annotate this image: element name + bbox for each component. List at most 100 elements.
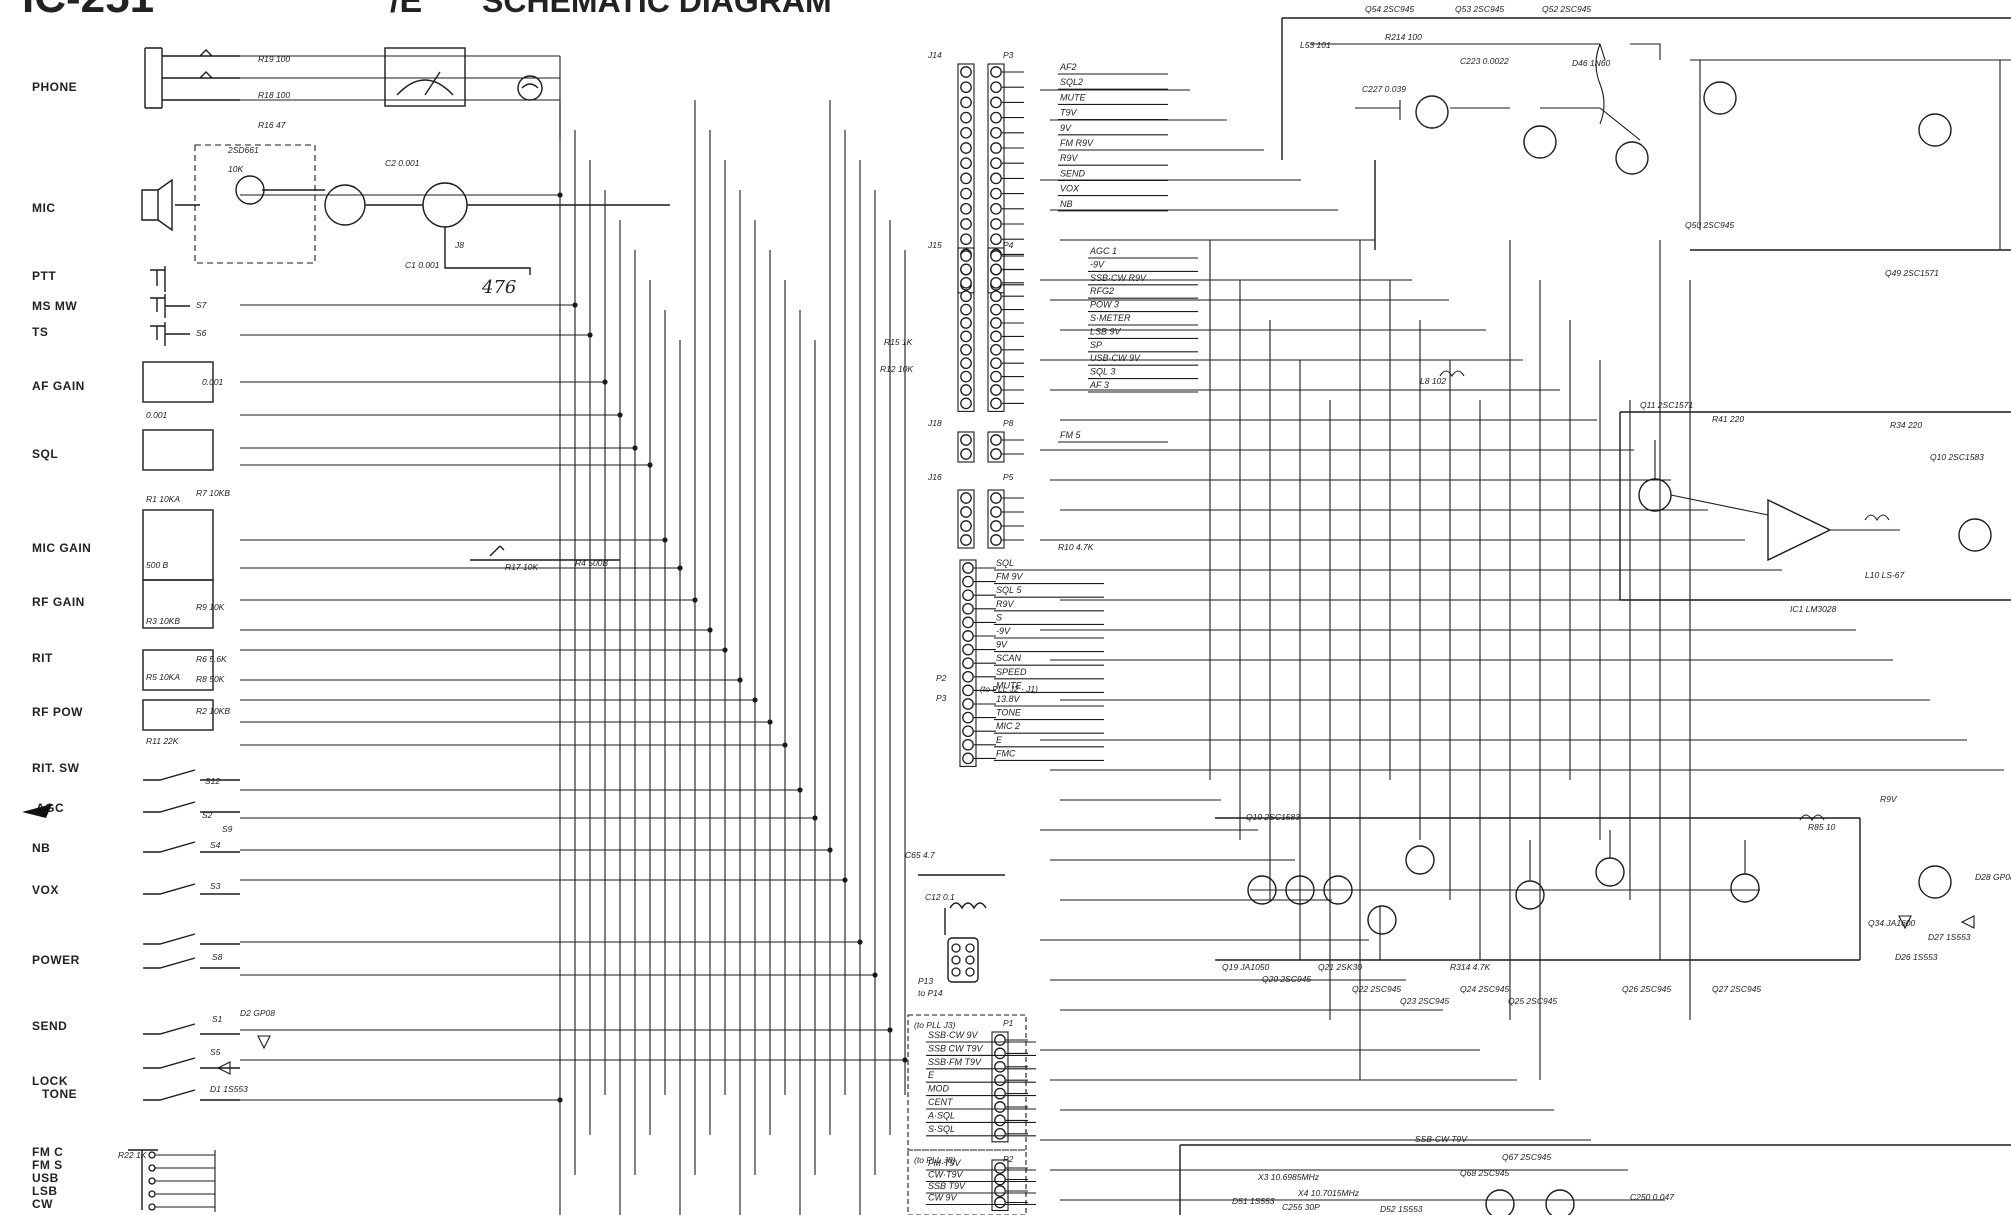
j14-left-pin xyxy=(960,187,972,200)
p1-pin xyxy=(994,1047,1006,1060)
p2-signal-label: MUTE xyxy=(996,680,1022,690)
model-name: IC-251 xyxy=(22,0,154,22)
diode-d1-icon xyxy=(216,1061,231,1075)
svg-text:Q21 2SK30: Q21 2SK30 xyxy=(1318,962,1362,972)
p2b-pin xyxy=(994,1173,1006,1186)
p2-signal-label: SQL 5 xyxy=(996,585,1022,595)
svg-text:Q23 2SC945: Q23 2SC945 xyxy=(1400,996,1449,1006)
p2-pin xyxy=(962,752,974,765)
svg-text:Q50 2SC945: Q50 2SC945 xyxy=(1685,220,1734,230)
svg-text:R15 1K: R15 1K xyxy=(884,337,913,347)
j14-signal-label: MUTE xyxy=(1060,92,1086,102)
svg-text:D46 1N60: D46 1N60 xyxy=(1572,58,1611,68)
j14-pin xyxy=(990,172,1002,185)
model-suffix: /E xyxy=(390,0,422,20)
j14-pin xyxy=(990,111,1002,124)
svg-text:R41 220: R41 220 xyxy=(1712,414,1744,424)
diode-d2-icon xyxy=(257,1035,271,1050)
svg-text:S3: S3 xyxy=(210,881,221,891)
p2-pin xyxy=(962,630,974,642)
svg-text:P13: P13 xyxy=(918,976,933,986)
p2b-signal-label: FM·T9V xyxy=(928,1158,961,1168)
svg-text:R16 47: R16 47 xyxy=(258,120,286,130)
j15-pin xyxy=(990,250,1002,262)
svg-text:Q53 2SC945: Q53 2SC945 xyxy=(1455,4,1504,14)
svg-text:P5: P5 xyxy=(1003,472,1014,482)
j14-pin xyxy=(990,96,1002,109)
front-panel-circuit: R19 100 R18 100 R16 47 2SD661 10K J8 C2 … xyxy=(118,47,670,1212)
svg-text:R11 22K: R11 22K xyxy=(146,736,179,746)
j15-signal-label: RFG2 xyxy=(1090,286,1114,296)
label-ts: TS xyxy=(32,325,48,339)
svg-text:X4 10.7015MHz: X4 10.7015MHz xyxy=(1297,1188,1360,1198)
p2-pin xyxy=(962,698,974,710)
mode-switch-contacts xyxy=(148,1150,216,1212)
svg-text:Q52 2SC945: Q52 2SC945 xyxy=(1542,4,1591,14)
svg-text:J18: J18 xyxy=(927,418,942,428)
diode-d27-icon xyxy=(1960,915,1975,929)
j15-signal-label: LSB 9V xyxy=(1090,326,1122,336)
ts-switch-icon xyxy=(150,322,190,346)
p1-signal-label: SSB·CW 9V xyxy=(928,1030,979,1040)
transistor-q34-icon xyxy=(1918,865,1952,899)
connector-j18-p8: J18 P8 FM 5 xyxy=(927,418,1168,463)
label-phone: PHONE xyxy=(32,80,77,94)
rf-pow-pot-icon xyxy=(142,699,214,731)
p1-signal-label: SSB·FM T9V xyxy=(928,1057,982,1067)
svg-text:10K: 10K xyxy=(228,164,243,174)
j15-signal-label: SQL 3 xyxy=(1090,367,1115,377)
agc-arrow-icon xyxy=(22,804,52,818)
transistor-q11-icon xyxy=(1638,478,1672,512)
j15-signal-label: SP xyxy=(1090,340,1102,350)
j15-left-pin xyxy=(960,357,972,370)
j15-left-pin xyxy=(960,250,972,262)
svg-text:Q10 2SC1583: Q10 2SC1583 xyxy=(1930,452,1984,462)
svg-text:J16: J16 xyxy=(927,472,942,482)
svg-text:Q11 2SC1571: Q11 2SC1571 xyxy=(1640,400,1694,410)
svg-text:P2: P2 xyxy=(1003,1154,1014,1164)
svg-text:to P14: to P14 xyxy=(918,988,943,998)
svg-text:C12 0.1: C12 0.1 xyxy=(925,892,955,902)
p2-pin xyxy=(962,684,974,697)
microphone-icon xyxy=(141,178,173,232)
p2-signal-label: 9V xyxy=(996,640,1008,650)
svg-text:Q34 JA1600: Q34 JA1600 xyxy=(1868,918,1916,928)
j14-signal-label: SEND xyxy=(1060,168,1086,178)
svg-text:S12: S12 xyxy=(205,776,220,786)
svg-text:0.001: 0.001 xyxy=(202,377,224,387)
j15-signal-label: AGC 1 xyxy=(1089,246,1117,256)
label-mic-gain: MIC GAIN xyxy=(32,541,91,555)
j14-left-pin xyxy=(960,96,972,109)
j15-pin xyxy=(990,357,1002,370)
j14-signal-label: R9V xyxy=(1060,153,1079,163)
label-fm-s: FM S xyxy=(32,1158,63,1172)
svg-text:S8: S8 xyxy=(212,952,223,962)
svg-text:R17 10K: R17 10K xyxy=(505,562,538,572)
j14-left-pin xyxy=(960,66,972,78)
svg-text:R12 10K: R12 10K xyxy=(880,364,913,374)
j15-pin xyxy=(990,290,1002,303)
p2-pin xyxy=(962,575,974,588)
transistor-q52-icon xyxy=(1615,141,1649,175)
send-switch-icon xyxy=(143,1023,240,1101)
p2-pin xyxy=(962,562,974,574)
label-mic: MIC xyxy=(32,201,56,215)
p1-pin xyxy=(994,1114,1006,1127)
j8-connector-icon xyxy=(422,182,468,228)
svg-text:C227 0.039: C227 0.039 xyxy=(1362,84,1406,94)
p2b-pin xyxy=(994,1162,1006,1174)
svg-text:D51 1S553: D51 1S553 xyxy=(1232,1196,1275,1206)
title-block: IC-251 /E SCHEMATIC DIAGRAM xyxy=(22,0,832,22)
j15-signal-label: AF 3 xyxy=(1089,380,1109,390)
svg-text:Q22 2SC945: Q22 2SC945 xyxy=(1352,984,1401,994)
svg-text:J14: J14 xyxy=(927,50,942,60)
j15-left-pin xyxy=(960,330,972,343)
j14-signal-label: AF2 xyxy=(1059,62,1077,72)
p1-pin xyxy=(994,1087,1006,1100)
j14-pin xyxy=(990,202,1002,215)
j14-pin xyxy=(990,66,1002,78)
label-ms-mw: MS MW xyxy=(32,299,77,313)
